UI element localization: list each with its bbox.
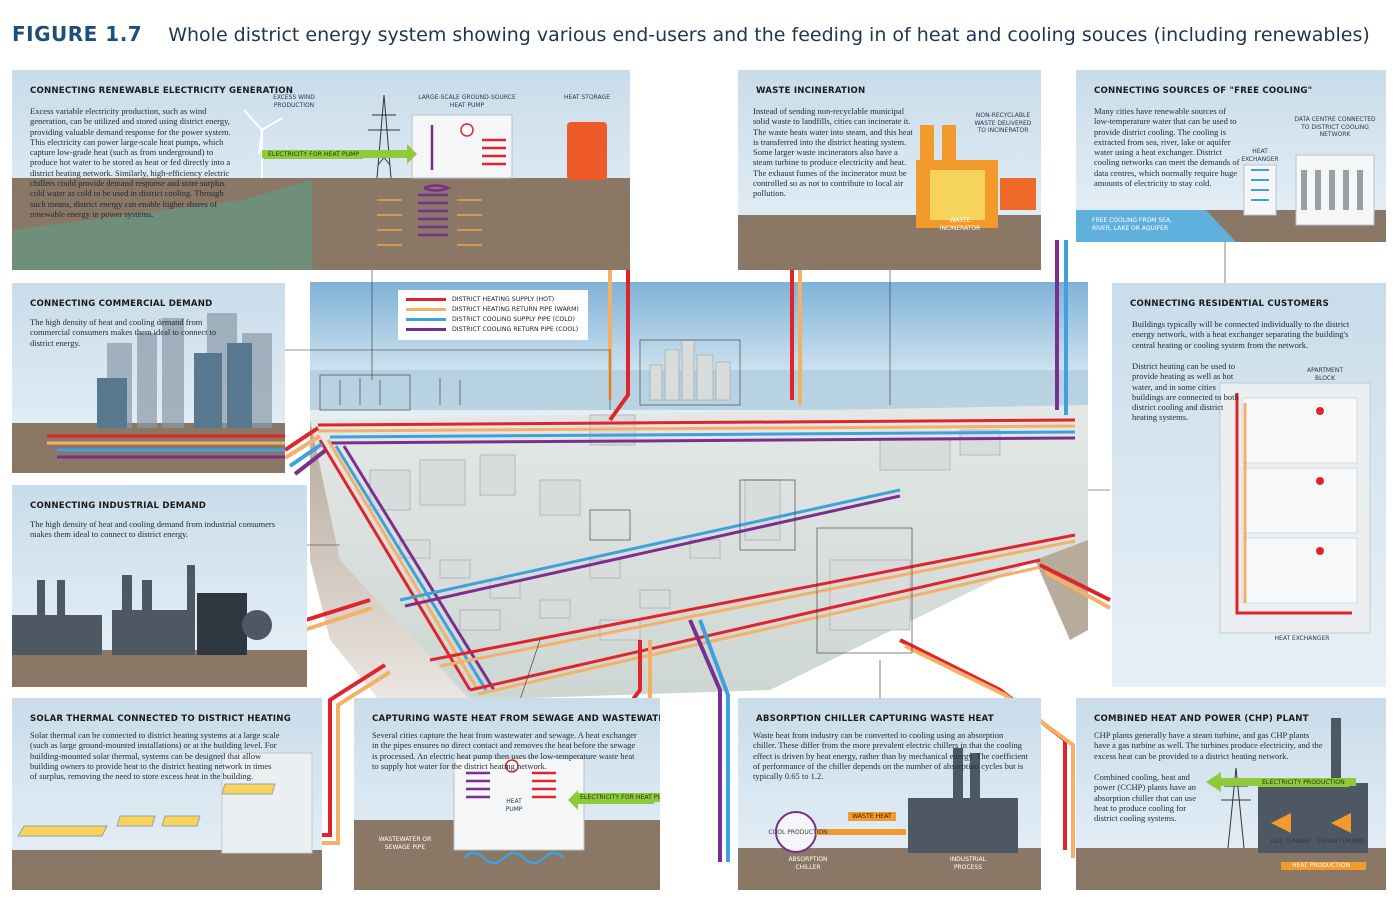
panel-freecool-text: Many cities have renewable sources of lo… [1094,106,1240,189]
tag-waste-heat: WASTE HEAT [848,812,896,821]
legend-row-cooling-return: DISTRICT COOLING RETURN PIPE (COOL) [406,324,588,334]
panel-solar: SOLAR THERMAL CONNECTED TO DISTRICT HEAT… [12,698,322,890]
label-cool-production: COOL PRODUCTION [768,829,828,836]
shower-icons [1316,407,1324,555]
panel-industrial-text: The high density of heat and cooling dem… [30,519,276,540]
label-residential-exchanger: HEAT EXCHANGER [1274,635,1330,642]
legend-row-heating-return: DISTRICT HEATING RETURN PIPE (WARM) [406,304,588,314]
city-cliff-left [310,420,470,750]
pipe-legend: DISTRICT HEATING SUPPLY (HOT) DISTRICT H… [398,290,588,340]
city-wind-turbines [339,378,461,405]
heat-arrows [377,199,482,246]
label-sewage-pipe: WASTEWATER OR SEWAGE PIPE [378,836,432,851]
leader-lines [285,240,1226,701]
wind-turbine-icon [243,109,283,178]
label-non-recyclable: NON-RECYCLABLE WASTE DELIVERED TO INCINE… [974,112,1032,134]
label-data-centre: DATA CENTRE CONNECTED TO DISTRICT COOLIN… [1294,116,1376,138]
panel-waste-text: Instead of sending non-recyclable munici… [753,106,913,199]
label-heat-pump: LARGE-SCALE GROUND-SOURCE HEAT PUMP [418,94,516,109]
solar-panels [17,783,276,837]
panel-sewage-text: Several cities capture the heat from was… [372,730,637,771]
label-sewage-heat-pump: HEAT PUMP [505,798,523,813]
panel-renewable-text: Excess variable electricity production, … [30,106,231,219]
panel-sewage-title: CAPTURING WASTE HEAT FROM SEWAGE AND WAS… [372,714,660,724]
label-heat-storage: HEAT STORAGE [563,94,611,101]
panel-commercial: CONNECTING COMMERCIAL DEMAND The high de… [12,283,285,473]
panel-renewable-title: CONNECTING RENEWABLE ELECTRICITY GENERAT… [30,86,294,96]
panel-industrial-title: CONNECTING INDUSTRIAL DEMAND [30,501,207,511]
panel-residential-title: CONNECTING RESIDENTIAL CUSTOMERS [1130,299,1329,309]
factory-icon [12,565,272,655]
legend-row-heating-supply: DISTRICT HEATING SUPPLY (HOT) [406,294,588,304]
label-heat-production: HEAT PRODUCTION [1292,862,1350,869]
panel-solar-title: SOLAR THERMAL CONNECTED TO DISTRICT HEAT… [30,714,291,724]
panel-absorption-title: ABSORPTION CHILLER CAPTURING WASTE HEAT [756,714,994,724]
city-pipe-network [317,418,1076,696]
commercial-pipes [47,434,285,459]
figure-header: FIGURE 1.7 Whole district energy system … [12,22,1370,52]
panel-renewable: CONNECTING RENEWABLE ELECTRICITY GENERAT… [12,70,630,270]
panel-chp-text1: CHP plants generally have a steam turbin… [1094,730,1323,761]
chp-pylon-icon [1221,767,1251,849]
label-apartment-block: APARTMENT BLOCK [1307,367,1343,382]
pump-icon [460,123,474,137]
panel-commercial-title: CONNECTING COMMERCIAL DEMAND [30,299,213,309]
panel-commercial-text: The high density of heat and cooling dem… [30,317,217,348]
legend-row-cooling-supply: DISTRICT COOLING SUPPLY PIPE (COLD) [406,314,588,324]
heat-pump-coil [418,125,506,237]
tag-electricity-heat-pump: ELECTRICITY FOR HEAT PUMP [264,150,364,159]
tag-chp-electricity: ELECTRICITY PRODUCTION [1258,778,1349,787]
panel-residential-text1: Buildings typically will be connected in… [1132,319,1350,350]
city-cliff-right [1035,540,1088,640]
sewage-pump-icon [505,759,519,773]
panel-waste: WASTE INCINERATION Instead of sending no… [738,70,1041,270]
label-heat-exchanger: HEAT EXCHANGER [1241,148,1279,163]
label-absorption-chiller: ABSORPTION CHILLER [788,856,828,871]
panel-chp-text2: Combined cooling, heat and power (CCHP) … [1094,772,1196,824]
panel-freecool-title: CONNECTING SOURCES OF "FREE COOLING" [1094,86,1313,96]
sewage-heat-pump-coils [463,771,565,865]
label-gas-turbine: GAS TURBINE [1270,838,1312,845]
tag-sewage-electricity: ELECTRICITY FOR HEAT PUMP [576,793,660,802]
label-waste-incinerator: WASTE INCINERATOR [939,217,981,232]
heat-storage-tank [567,122,607,180]
pylon-icon [368,94,400,179]
industrial-process-icon [908,748,1018,853]
figure-title: Whole district energy system showing var… [168,24,1370,46]
panel-freecool: CONNECTING SOURCES OF "FREE COOLING" Man… [1076,70,1386,242]
panel-absorption: ABSORPTION CHILLER CAPTURING WASTE HEAT … [738,698,1041,890]
panel-sewage: CAPTURING WASTE HEAT FROM SEWAGE AND WAS… [354,698,660,890]
truck-icon [1000,178,1036,210]
panel-solar-text: Solar thermal can be connected to distri… [30,730,280,782]
panel-chp: COMBINED HEAT AND POWER (CHP) PLANT CHP … [1076,698,1386,890]
panel-absorption-text: Waste heat from industry can be converte… [753,730,1028,782]
label-steam-turbine: STEAM TURBINE [1316,838,1366,845]
solar-tower-building [221,752,313,854]
panel-residential: CONNECTING RESIDENTIAL CUSTOMERS Buildin… [1112,283,1386,687]
residential-pipes [1235,393,1352,615]
label-excess-wind: EXCESS WIND PRODUCTION [273,94,315,109]
panel-chp-title: COMBINED HEAT AND POWER (CHP) PLANT [1094,714,1309,724]
label-industrial-process: INDUSTRIAL PROCESS [949,856,987,871]
label-free-cooling-source: FREE COOLING FROM SEA, RIVER, LAKE OR AQ… [1092,217,1172,232]
panel-industrial: CONNECTING INDUSTRIAL DEMAND The high de… [12,485,307,687]
panel-waste-title: WASTE INCINERATION [756,86,866,96]
panel-residential-text2: District heating can be used to provide … [1132,361,1239,423]
figure-number: FIGURE 1.7 [12,22,143,46]
